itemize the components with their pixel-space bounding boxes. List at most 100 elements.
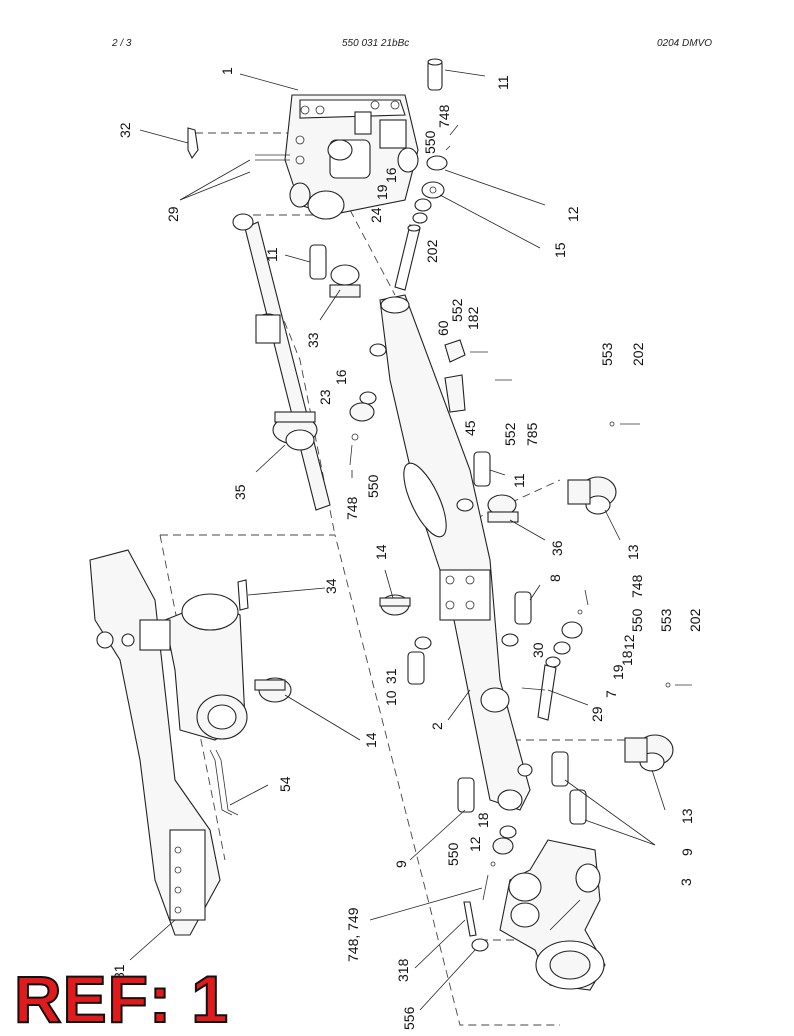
page-number: 2 / 3 (112, 38, 132, 49)
label-748: 748 (436, 104, 452, 128)
label-552: 552 (449, 298, 465, 322)
part-553-202-bolts-top (609, 421, 640, 427)
label-81: 81 (111, 964, 127, 980)
part-12-18-550-bottom (490, 825, 517, 867)
label-19: 19 (610, 664, 626, 680)
label-30: 30 (530, 642, 546, 658)
label-32: 32 (117, 122, 133, 138)
label-12: 12 (467, 836, 483, 852)
part-9-pins (457, 751, 587, 825)
label-318: 318 (395, 958, 411, 982)
label-9: 9 (393, 860, 409, 868)
label-18: 18 (619, 650, 635, 666)
part-550-748-bolts-top (445, 124, 459, 151)
label-31: 31 (383, 668, 399, 684)
label-34: 34 (323, 578, 339, 594)
label-748: 748 (629, 574, 645, 598)
label-12: 12 (565, 206, 581, 222)
part-11-pin-top (427, 58, 443, 91)
label-550: 550 (365, 474, 381, 498)
label-556: 556 (401, 1006, 417, 1030)
leader-lines (129, 69, 666, 1011)
label-16: 16 (383, 167, 399, 183)
label-748-749: 748, 749 (345, 907, 361, 962)
hydraulic-motor (139, 593, 248, 741)
label-550: 550 (422, 130, 438, 154)
label-24: 24 (368, 207, 384, 223)
label-182: 182 (465, 306, 481, 330)
part-29-pins-top (255, 154, 290, 161)
part-81-axle-housing (89, 549, 221, 936)
part-13-clamp-top (567, 476, 617, 515)
label-202: 202 (424, 239, 440, 263)
part-11-pin-mid (309, 244, 327, 280)
label-11: 11 (495, 75, 511, 90)
part-34-bracket (237, 579, 249, 611)
part-10-31-bushing (407, 636, 432, 685)
part-553-202-bolts-bottom (665, 682, 692, 688)
label-16: 16 (333, 369, 349, 385)
label-14: 14 (373, 544, 389, 560)
part-14-clamp-left (254, 677, 292, 703)
label-3: 3 (678, 878, 694, 886)
label-54: 54 (277, 776, 293, 792)
part-35-clamp (272, 411, 318, 451)
label-11: 11 (264, 247, 280, 262)
part-14-clamp-mid (379, 594, 411, 616)
part-3-steering-knuckle (499, 839, 606, 991)
label-552: 552 (502, 422, 518, 446)
label-202: 202 (630, 342, 646, 366)
part-45-bracket (444, 374, 512, 413)
label-29: 29 (589, 706, 605, 722)
label-33: 33 (305, 332, 321, 348)
label-18: 18 (475, 812, 491, 828)
label-15: 15 (552, 242, 568, 258)
part-30-ring (501, 633, 519, 647)
part-13-clamp-bottom (624, 734, 674, 772)
label-36: 36 (549, 540, 565, 556)
label-11: 11 (511, 473, 527, 488)
label-7: 7 (603, 690, 619, 698)
part-7-shaft (521, 664, 557, 721)
label-29: 29 (165, 206, 181, 222)
label-10: 10 (383, 690, 399, 706)
label-19: 19 (374, 184, 390, 200)
ref-stamp: REF: 1 (13, 962, 230, 1036)
part-318-bolt (463, 901, 477, 937)
document-number: 550 031 21bBc (342, 38, 410, 49)
part-202-24-shaft-top (394, 224, 421, 291)
label-553: 553 (658, 608, 674, 632)
part-2-swing-arm (369, 294, 533, 811)
label-202: 202 (687, 608, 703, 632)
label-12: 12 (621, 634, 637, 650)
part-54-bracket (209, 749, 239, 816)
part-11-pin-right (473, 451, 491, 487)
label-748: 748 (344, 496, 360, 520)
label-60: 60 (435, 320, 451, 336)
label-23: 23 (317, 389, 333, 405)
part-8-pin (514, 591, 532, 625)
label-550: 550 (629, 608, 645, 632)
part-556-washer (471, 938, 489, 952)
label-14: 14 (363, 732, 379, 748)
label-13: 13 (679, 808, 695, 824)
label-8: 8 (547, 574, 563, 582)
label-1: 1 (219, 67, 235, 75)
part-60-block (444, 339, 488, 363)
part-748-749-bolt (482, 874, 489, 901)
drawing-code: 0204 DMVO (657, 38, 713, 49)
part-36-clamp (487, 494, 519, 523)
part-32-clip (187, 127, 199, 160)
part-12-15-washers-top (412, 155, 448, 224)
label-550: 550 (445, 842, 461, 866)
label-35: 35 (232, 484, 248, 500)
callout-labels: 1 11 748 550 32 29 16 19 24 202 12 15 11… (111, 67, 703, 1030)
label-553: 553 (599, 342, 615, 366)
part-12-18-19-washers-mid (545, 589, 589, 668)
label-45: 45 (462, 420, 478, 436)
label-9: 9 (679, 848, 695, 856)
label-2: 2 (429, 722, 445, 730)
label-785: 785 (524, 422, 540, 446)
part-33-clamp (329, 264, 361, 298)
